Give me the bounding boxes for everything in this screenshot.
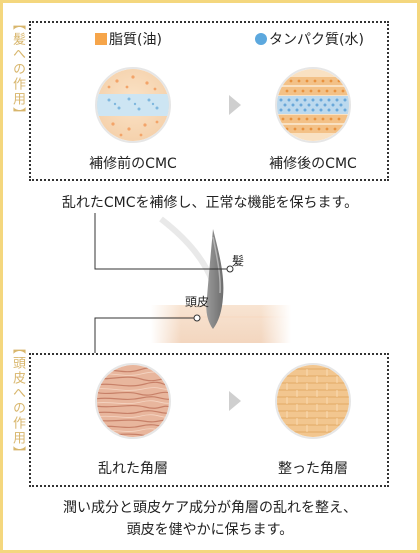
ordered-layer-caption: 整った角層 [278, 461, 348, 477]
hair-side-label: 【髪への作用】 [9, 17, 25, 122]
scalp-side-label: 【頭皮への作用】 [9, 341, 25, 461]
cmc-before-illustration [95, 67, 171, 143]
scalp-description-line2: 頭皮を健やかに保ちます。 [126, 522, 294, 538]
cmc-after-illustration [275, 67, 351, 143]
hair-scalp-illustration [94, 213, 291, 353]
fat-swatch-icon [95, 33, 107, 45]
scalp-description-line1: 潤い成分と頭皮ケア成分が角層の乱れを整え、 [63, 500, 357, 516]
scalp-panel [29, 353, 389, 487]
legend-fat: 脂質(油) [95, 29, 162, 49]
hair-side-label-text: 【髪への作用】 [10, 17, 25, 122]
scalp-label: 頭皮 [185, 295, 210, 309]
hair-panel [29, 21, 389, 181]
scalp-side-label-text: 【頭皮への作用】 [10, 341, 25, 461]
hair-description: 乱れたCMCを補修し、正常な機能を保ちます。 [61, 195, 359, 211]
ordered-layer-illustration [275, 363, 351, 439]
legend-protein-label: タンパク質(水) [269, 32, 364, 48]
disordered-layer-illustration [95, 363, 171, 439]
legend-protein: タンパク質(水) [255, 29, 364, 49]
scalp-arrow-icon [229, 391, 241, 411]
hair-arrow-icon [229, 95, 241, 115]
protein-swatch-icon [255, 33, 267, 45]
cmc-after-caption: 補修後のCMC [269, 156, 357, 172]
hair-label: 髪 [232, 254, 245, 268]
disordered-layer-caption: 乱れた角層 [98, 461, 168, 477]
cmc-before-caption: 補修前のCMC [89, 156, 177, 172]
legend-fat-label: 脂質(油) [109, 32, 162, 48]
